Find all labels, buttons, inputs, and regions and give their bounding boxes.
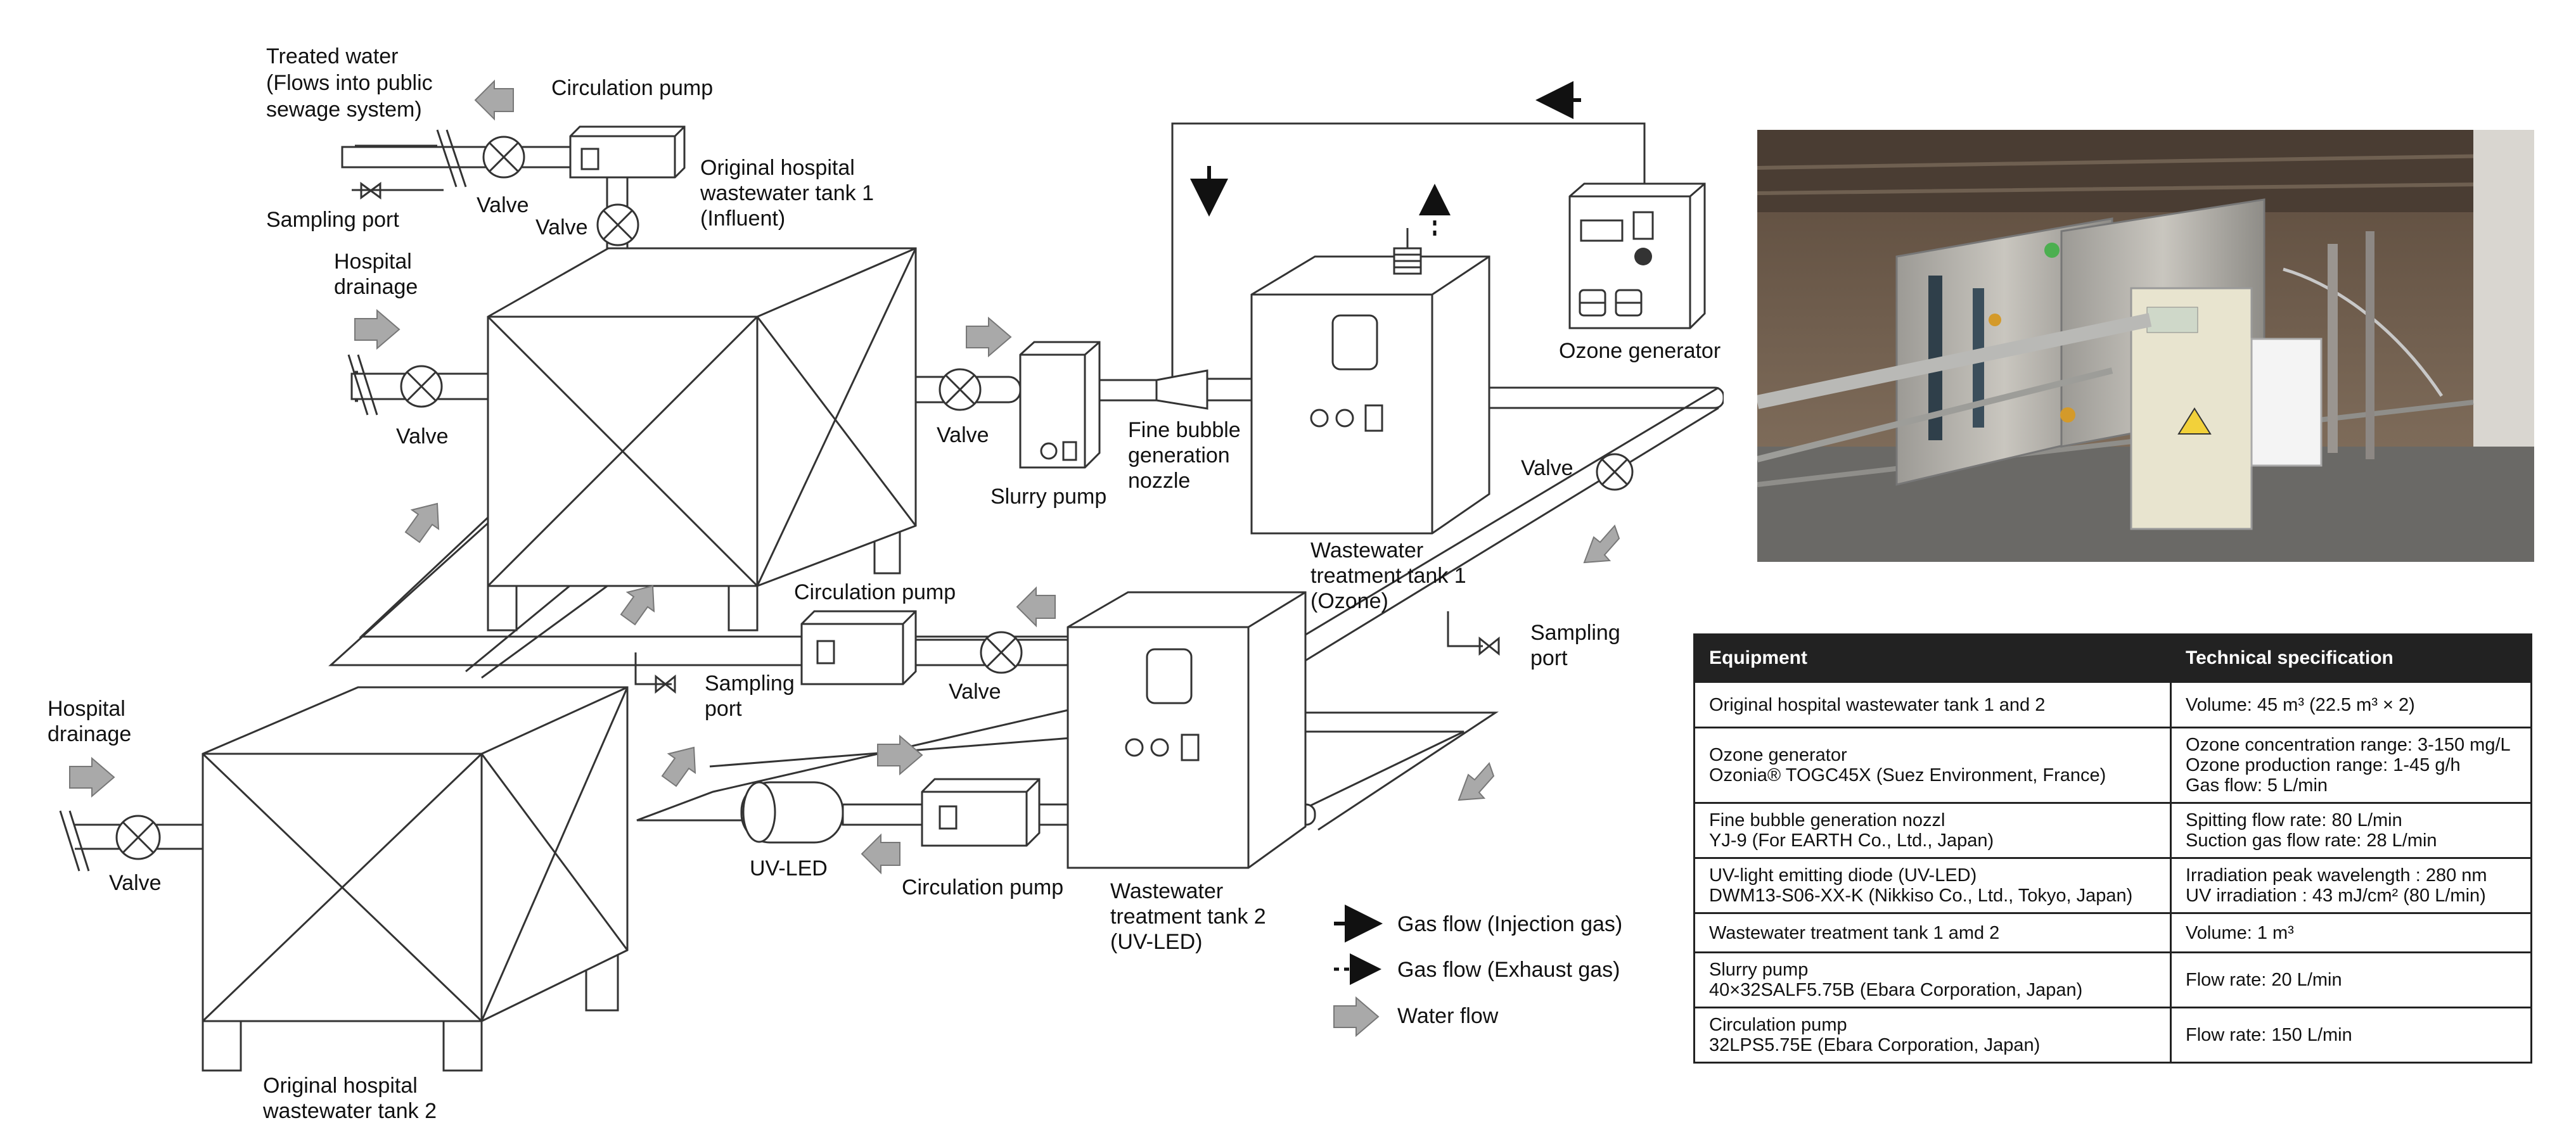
label-valve: Valve bbox=[535, 215, 588, 239]
wastewater-treatment-tank-1 bbox=[1250, 228, 1490, 535]
uv-led-unit bbox=[740, 781, 844, 844]
spec-cell: Flow rate: 150 L/min bbox=[2170, 1007, 2532, 1064]
fine-bubble-nozzle bbox=[1155, 369, 1253, 410]
water-flow-arrows bbox=[69, 79, 1620, 875]
outlet-pipe-lines bbox=[355, 144, 437, 168]
label-valve: Valve bbox=[937, 423, 989, 447]
original-wastewater-tank-1 bbox=[487, 247, 917, 632]
valve-icon bbox=[1596, 453, 1634, 491]
equipment-cell: Wastewater treatment tank 1 amd 2 bbox=[1693, 912, 2172, 953]
label-valve: Valve bbox=[1521, 456, 1573, 480]
label-valve: Valve bbox=[949, 680, 1001, 704]
label-valve: Valve bbox=[109, 871, 162, 895]
label-circulation-pump-top: Circulation pump bbox=[551, 76, 713, 100]
circulation-pump-top bbox=[569, 125, 686, 179]
pipe-break-mark bbox=[436, 129, 467, 187]
label-valve: Valve bbox=[396, 424, 449, 448]
legend-water-flow-icon bbox=[1333, 996, 1380, 1038]
original-wastewater-tank-2 bbox=[202, 686, 629, 1072]
spec-cell: Volume: 1 m³ bbox=[2170, 912, 2532, 953]
valve-icon bbox=[400, 365, 443, 408]
sampling-valve-icon bbox=[1478, 636, 1500, 656]
equipment-cell: Original hospital wastewater tank 1 and … bbox=[1693, 681, 2172, 728]
table-row: Wastewater treatment tank 1 amd 2 Volume… bbox=[1693, 912, 2532, 953]
valve-icon bbox=[596, 203, 639, 246]
label-valve: Valve bbox=[477, 193, 529, 217]
legend-gas-exhaust: Gas flow (Exhaust gas) bbox=[1397, 958, 1620, 982]
valve-icon bbox=[939, 368, 982, 411]
inlet-pipe-lines bbox=[355, 371, 358, 402]
circulation-pump-bottom bbox=[921, 778, 1041, 847]
spec-cell: Volume: 45 m³ (22.5 m³ × 2) bbox=[2170, 681, 2532, 728]
pipe-break-mark bbox=[347, 354, 378, 416]
slurry-pump bbox=[1019, 341, 1101, 469]
equipment-cell: UV-light emitting diode (UV-LED)DWM13-S0… bbox=[1693, 857, 2172, 914]
legend-gas-injection: Gas flow (Injection gas) bbox=[1397, 912, 1622, 936]
sampling-valve-icon bbox=[360, 182, 381, 200]
label-uv-led: UV-LED bbox=[750, 856, 828, 880]
valve-icon bbox=[482, 136, 525, 179]
valve-icon bbox=[115, 815, 161, 860]
circulation-pump-middle bbox=[800, 610, 917, 685]
table-row: UV-light emitting diode (UV-LED)DWM13-S0… bbox=[1693, 857, 2532, 914]
label-ozone-generator: Ozone generator bbox=[1559, 339, 1721, 363]
header-technical-specification: Technical specification bbox=[2170, 633, 2532, 683]
wastewater-treatment-tank-2 bbox=[1067, 591, 1307, 869]
equipment-photo bbox=[1757, 130, 2534, 562]
label-circulation-pump-bottom: Circulation pump bbox=[902, 875, 1063, 899]
header-equipment: Equipment bbox=[1693, 633, 2172, 683]
table-header-row: Equipment Technical specification bbox=[1693, 633, 2532, 683]
equipment-spec-table: Equipment Technical specification Origin… bbox=[1693, 633, 2532, 1064]
label-slurry-pump: Slurry pump bbox=[990, 485, 1106, 509]
legend-water-flow: Water flow bbox=[1397, 1004, 1499, 1028]
sampling-valve-icon bbox=[655, 674, 676, 694]
spec-cell: Flow rate: 20 L/min bbox=[2170, 951, 2532, 1008]
label-sampling-port-top: Sampling port bbox=[266, 208, 399, 232]
ozone-generator bbox=[1568, 182, 1706, 329]
valve-icon bbox=[980, 631, 1023, 674]
label-circulation-pump-middle: Circulation pump bbox=[794, 580, 956, 604]
table-row: Original hospital wastewater tank 1 and … bbox=[1693, 681, 2532, 728]
legend: Gas flow (Injection gas) Gas flow (Exhau… bbox=[1333, 905, 1622, 1038]
pipe-break-mark bbox=[59, 810, 90, 872]
